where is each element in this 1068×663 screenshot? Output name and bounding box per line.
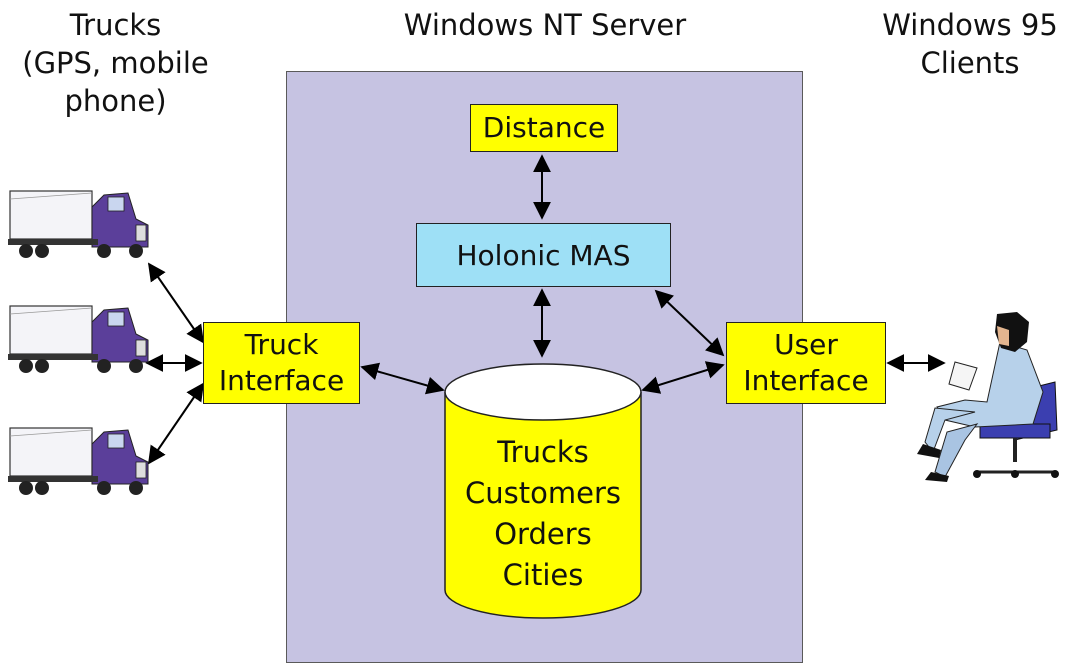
database-item-customers: Customers: [465, 476, 621, 510]
user-interface-label-line-1: User: [774, 328, 838, 361]
server-heading: Windows NT Server: [403, 8, 687, 42]
trucks-heading-line-1: Trucks: [69, 8, 162, 42]
trucks-heading: Trucks (GPS, mobile phone): [18, 6, 213, 120]
truck-icon: [8, 190, 149, 258]
database-contents: Trucks Customers Orders Cities: [445, 432, 641, 596]
holonic-mas-box: Holonic MAS: [416, 223, 671, 287]
clients-heading: Windows 95 Clients: [880, 6, 1060, 82]
holonic-mas-label: Holonic MAS: [456, 238, 631, 272]
distance-box: Distance: [470, 104, 618, 152]
arrow-holonic-userif: [654, 289, 725, 357]
trucks-heading-line-2: (GPS, mobile: [22, 46, 209, 80]
arrow-truckif-database: [360, 362, 445, 395]
clients-heading-line-2: Clients: [920, 46, 1020, 80]
user-interface-label-line-2: Interface: [743, 364, 869, 397]
user-interface-box: User Interface: [726, 322, 886, 404]
seated-user-icon: [917, 312, 1059, 482]
arrow-truck1-truckif: [147, 262, 205, 344]
truck-icon: [8, 427, 149, 495]
database-item-trucks: Trucks: [497, 435, 589, 469]
clients-heading-line-1: Windows 95: [882, 8, 1058, 42]
database-cylinder: [444, 363, 642, 619]
arrow-database-userif: [641, 361, 725, 394]
distance-label: Distance: [482, 111, 606, 144]
truck-interface-label-line-1: Truck: [244, 328, 319, 361]
truck-interface-box: Truck Interface: [203, 322, 360, 404]
truck-icon: [8, 305, 149, 373]
database-item-orders: Orders: [494, 517, 592, 551]
trucks-heading-line-3: phone): [64, 84, 167, 118]
arrow-truck3-truckif: [147, 382, 205, 465]
database-item-cities: Cities: [502, 558, 584, 592]
truck-interface-label-line-2: Interface: [218, 364, 345, 397]
